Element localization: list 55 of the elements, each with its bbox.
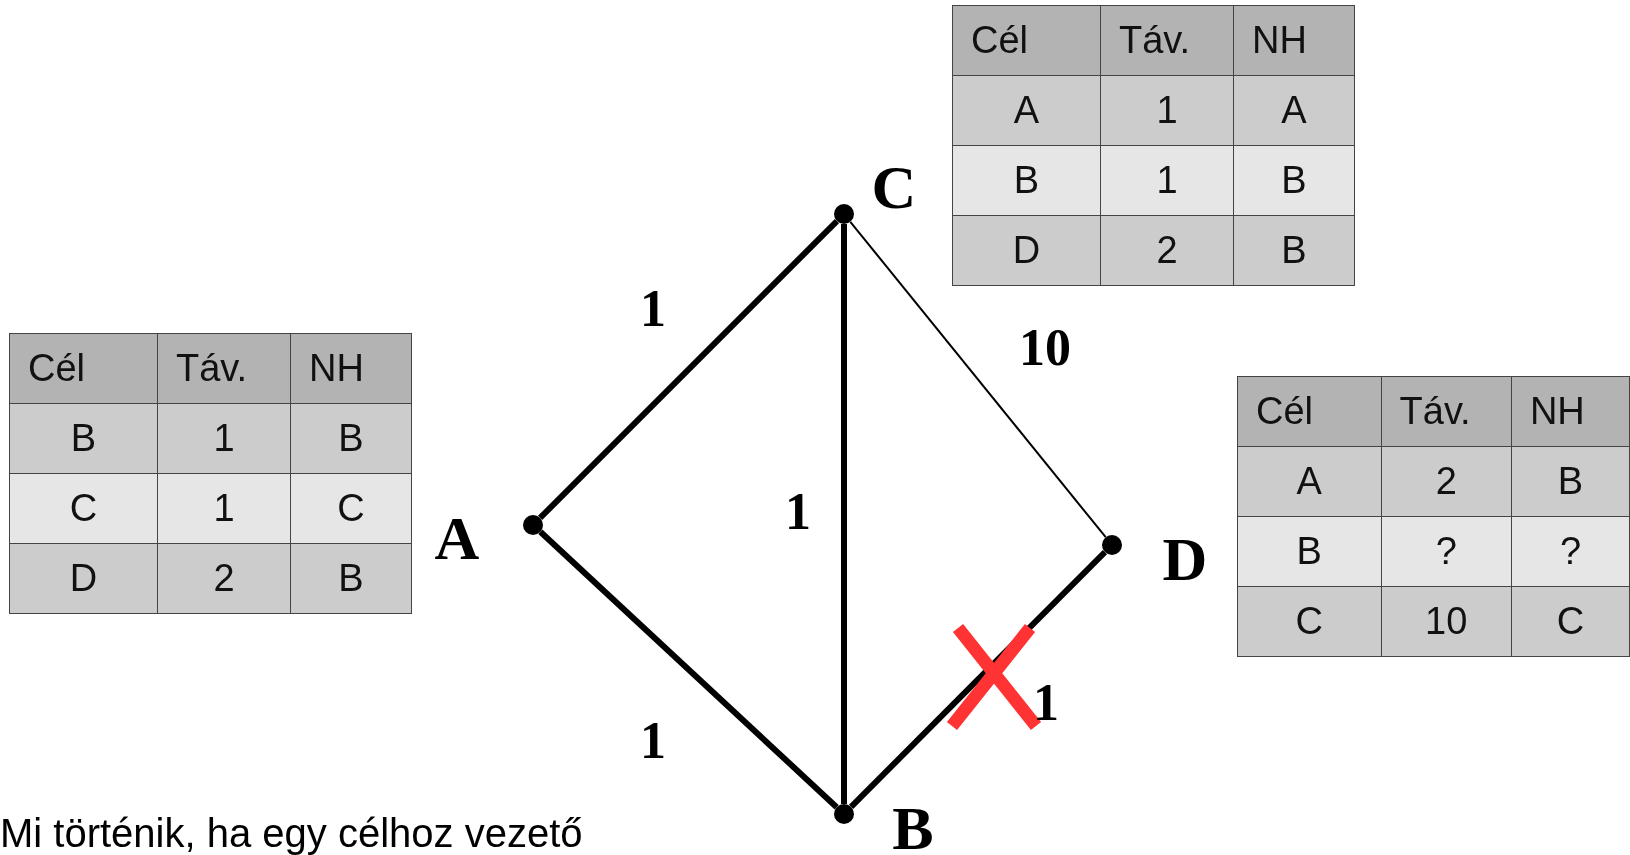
- edge-weight: 1: [640, 283, 666, 335]
- graph-node-dot: [834, 804, 854, 824]
- table-cell: D: [9, 543, 158, 614]
- table-cell: B: [1237, 516, 1382, 587]
- edge-weight: 1: [785, 486, 811, 538]
- table-cell: 1: [1100, 145, 1234, 216]
- table-cell: B: [1511, 446, 1630, 517]
- node-label: C: [871, 156, 917, 218]
- table-cell: ?: [1381, 516, 1512, 587]
- table-cell: B: [1233, 145, 1355, 216]
- graph-edge: [538, 529, 839, 810]
- table-cell: A: [1237, 446, 1382, 517]
- table-cell: B: [952, 145, 1101, 216]
- table-cell: C: [1237, 586, 1382, 657]
- node-label: D: [1162, 528, 1208, 590]
- table-cell: 2: [1100, 215, 1234, 286]
- table-cell: C: [290, 473, 412, 544]
- table-cell: B: [290, 403, 412, 474]
- graph-node-dot: [523, 515, 543, 535]
- table-cell: 10: [1381, 586, 1512, 657]
- graph-edge: [849, 220, 1107, 539]
- graph-node-dot: [1102, 535, 1122, 555]
- node-label: A: [434, 507, 480, 569]
- table-header-cell: NH: [1511, 376, 1630, 447]
- table-cell: ?: [1511, 516, 1630, 587]
- table-header-cell: Táv.: [1381, 376, 1512, 447]
- table-header-cell: Táv.: [157, 333, 291, 404]
- table-header-cell: NH: [290, 333, 412, 404]
- edge-weight: 10: [1019, 322, 1071, 374]
- table-cell: D: [952, 215, 1101, 286]
- graph-edge: [841, 224, 847, 804]
- table-cell: B: [9, 403, 158, 474]
- table-cell: 2: [1381, 446, 1512, 517]
- table-header-cell: NH: [1233, 5, 1355, 76]
- table-cell: B: [1233, 215, 1355, 286]
- table-cell: B: [290, 543, 412, 614]
- table-header-cell: Táv.: [1100, 5, 1234, 76]
- edge-weight: 1: [640, 715, 666, 767]
- table-cell: C: [9, 473, 158, 544]
- graph-edge: [537, 218, 840, 521]
- edge-weight: 1: [1033, 677, 1059, 729]
- table-header-cell: Cél: [1237, 376, 1382, 447]
- question-text: Mi történik, ha egy célhoz vezető: [0, 811, 583, 855]
- table-header-cell: Cél: [952, 5, 1101, 76]
- table-cell: 1: [157, 473, 291, 544]
- table-cell: A: [1233, 75, 1355, 146]
- table-cell: 1: [157, 403, 291, 474]
- node-label: B: [892, 797, 934, 855]
- table-cell: A: [952, 75, 1101, 146]
- table-header-cell: Cél: [9, 333, 158, 404]
- table-cell: 2: [157, 543, 291, 614]
- table-cell: 1: [1100, 75, 1234, 146]
- graph-node-dot: [834, 204, 854, 224]
- graph-edge: [848, 549, 1108, 810]
- table-cell: C: [1511, 586, 1630, 657]
